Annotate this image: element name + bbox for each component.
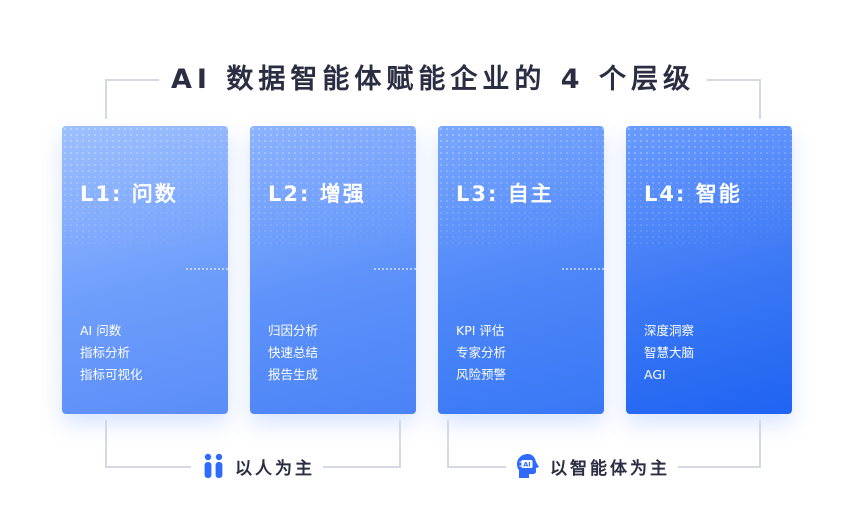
level-item: 指标可视化 [80, 367, 143, 382]
page-title: AI 数据智能体赋能企业的 4 个层级 [171, 64, 695, 95]
dotted-connector [186, 268, 228, 270]
frame-top-right-horizontal [707, 79, 761, 81]
bracket-left-vertical-1 [105, 420, 107, 468]
level-title: L4: 智能 [644, 182, 742, 206]
ai-head-icon: AI [514, 453, 542, 479]
level-card-l1: L1: 问数 AI 问数 指标分析 指标可视化 [62, 126, 228, 414]
frame-top-left-horizontal [105, 79, 159, 81]
level-card-l3: L3: 自主 KPI 评估 专家分析 风险预警 [438, 126, 604, 414]
dot-pattern [438, 126, 604, 246]
level-item: 深度洞察 [644, 323, 695, 338]
frame-top-left-vertical [105, 79, 107, 119]
level-item: 专家分析 [456, 345, 507, 360]
frame-top-right-vertical [759, 79, 761, 119]
level-item: KPI 评估 [456, 323, 505, 338]
dot-pattern [626, 126, 792, 246]
bracket-left-vertical-2 [447, 420, 449, 468]
level-title: L3: 自主 [456, 182, 554, 206]
group-label-agent: AI 以智能体为主 [506, 452, 678, 480]
group-label-human: 以人为主 [191, 452, 323, 480]
level-item: 智慧大脑 [644, 345, 695, 360]
level-item: 快速总结 [268, 345, 319, 360]
bracket-right-vertical-2 [759, 420, 761, 468]
level-item: 风险预警 [456, 367, 507, 382]
dot-pattern [62, 126, 228, 246]
level-item: 指标分析 [80, 345, 131, 360]
people-icon [199, 453, 227, 479]
dotted-connector [562, 268, 604, 270]
group-label-text: 以人为主 [235, 458, 315, 479]
dot-pattern [250, 126, 416, 246]
level-item: 归因分析 [268, 323, 319, 338]
level-card-l2: L2: 增强 归因分析 快速总结 报告生成 [250, 126, 416, 414]
bracket-right-vertical-1 [399, 420, 401, 468]
level-item: 报告生成 [268, 367, 319, 382]
level-items: AI 问数 指标分析 指标可视化 [80, 320, 143, 386]
level-items: 深度洞察 智慧大脑 AGI [644, 320, 694, 386]
level-item: AGI [644, 367, 666, 382]
level-title: L1: 问数 [80, 182, 178, 206]
group-label-text: 以智能体为主 [550, 458, 670, 479]
level-items: KPI 评估 专家分析 风险预警 [456, 320, 506, 386]
level-card-l4: L4: 智能 深度洞察 智慧大脑 AGI [626, 126, 792, 414]
svg-text:AI: AI [523, 461, 530, 469]
level-items: 归因分析 快速总结 报告生成 [268, 320, 318, 386]
level-title: L2: 增强 [268, 182, 366, 206]
dotted-connector [374, 268, 416, 270]
level-item: AI 问数 [80, 323, 122, 338]
